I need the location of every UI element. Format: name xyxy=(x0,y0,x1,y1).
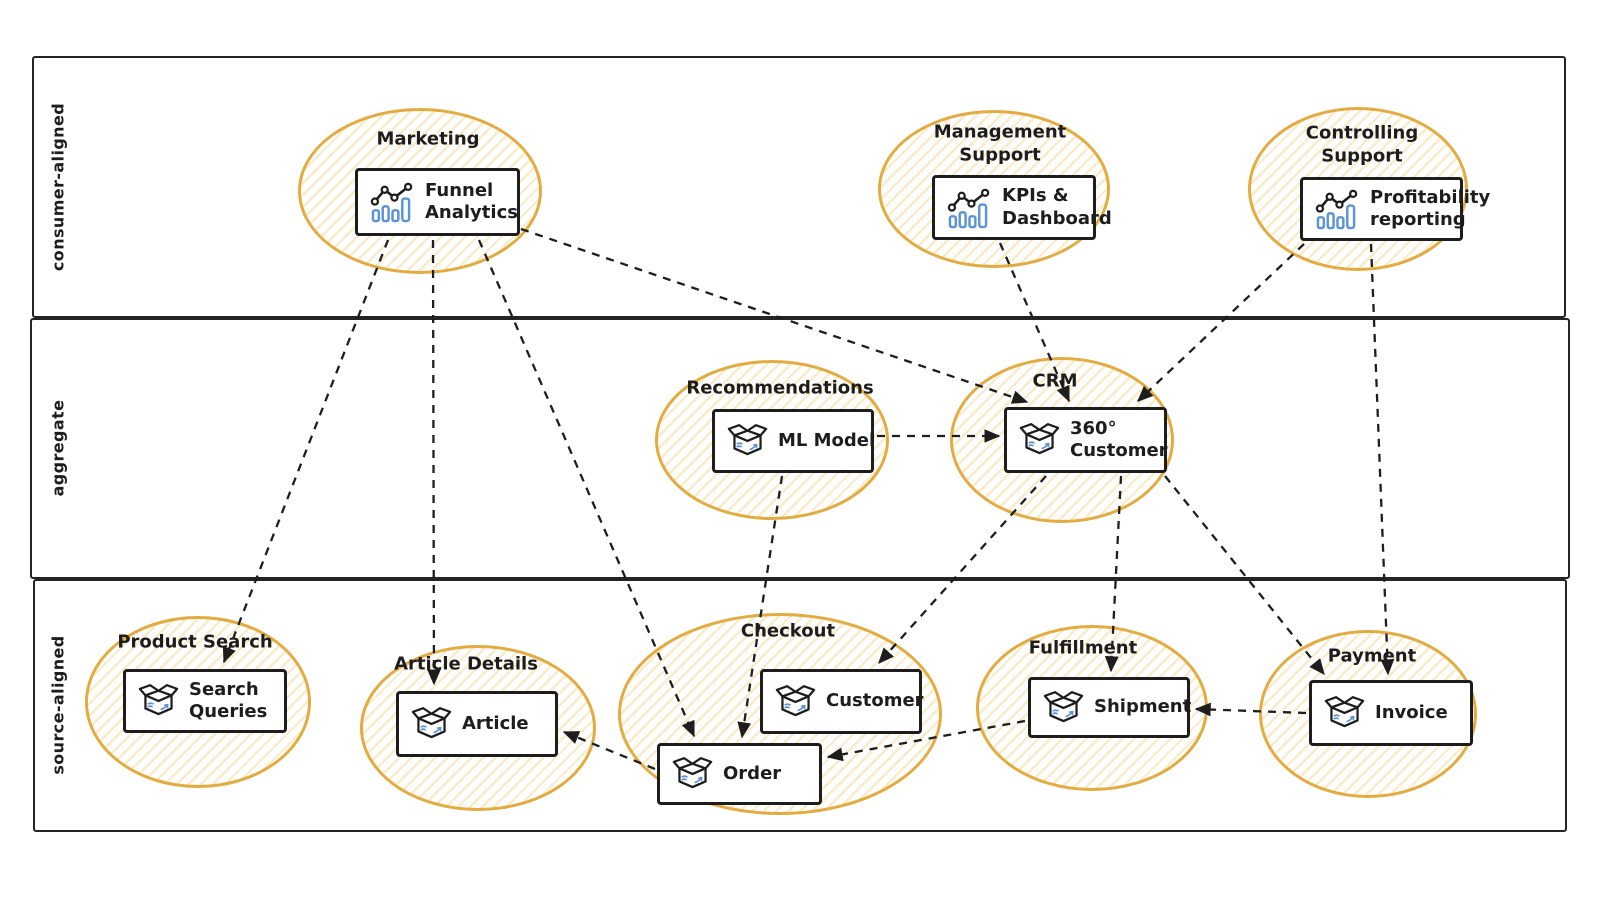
node-label-shipment: Shipment xyxy=(1094,696,1191,719)
group-label-line: Management xyxy=(933,121,1067,143)
group-label-crm: CRM xyxy=(1033,369,1078,392)
node-label-line: ML Model xyxy=(778,429,876,451)
node-label-line: Queries xyxy=(189,701,268,722)
group-label-product-search: Product Search xyxy=(117,630,272,653)
node-label-line: Order xyxy=(723,762,782,784)
node-kpis-dashboard: KPIs &Dashboard xyxy=(932,175,1112,240)
node-label-line: Invoice xyxy=(1375,701,1448,723)
package-icon xyxy=(411,707,452,739)
group-label-line: Support xyxy=(959,145,1041,166)
group-label-article-details: Article Details xyxy=(394,652,538,675)
node-label-line: Funnel xyxy=(425,179,494,201)
package-icon xyxy=(727,424,768,456)
node-label-line: Analytics xyxy=(425,202,518,223)
package-icon xyxy=(1324,696,1365,728)
analytics-icon xyxy=(370,182,413,223)
node-label-order: Order xyxy=(723,763,781,786)
node-shipment: Shipment xyxy=(1028,677,1191,738)
group-label-line: Payment xyxy=(1327,645,1417,667)
package-icon xyxy=(775,684,816,716)
node-label-invoice: Invoice xyxy=(1375,702,1448,725)
node-customer-360: 360°Customer xyxy=(1004,407,1168,473)
group-label-marketing: Marketing xyxy=(376,127,479,150)
node-label-kpis-dashboard: KPIs &Dashboard xyxy=(1002,185,1112,230)
node-label-line: Shipment xyxy=(1094,696,1192,718)
node-order: Order xyxy=(657,743,822,805)
node-customer: Customer xyxy=(760,669,924,734)
node-label-ml-model: ML Model xyxy=(778,430,875,453)
group-label-line: Product Search xyxy=(117,631,273,653)
group-label-line: Support xyxy=(1321,146,1403,167)
group-label-fulfillment: Fulfillment xyxy=(1029,636,1137,659)
node-invoice: Invoice xyxy=(1309,680,1473,746)
group-label-line: Article Details xyxy=(394,653,538,675)
group-label-checkout: Checkout xyxy=(741,619,835,642)
node-label-line: KPIs & xyxy=(1002,185,1069,206)
group-label-line: Recommendations xyxy=(686,377,874,399)
node-label-line: Profitability xyxy=(1370,186,1491,208)
node-label-customer-360: 360°Customer xyxy=(1070,418,1168,463)
node-label-line: Article xyxy=(462,712,529,734)
group-label-line: Checkout xyxy=(740,620,836,642)
package-icon xyxy=(672,757,713,789)
node-label-line: Search xyxy=(189,678,259,700)
analytics-icon xyxy=(947,188,990,228)
band-label-source: source-aligned xyxy=(48,635,68,775)
node-label-line: Customer xyxy=(826,690,924,712)
group-label-line: Fulfillment xyxy=(1028,637,1138,659)
node-label-line: reporting xyxy=(1370,209,1466,230)
group-label-line: CRM xyxy=(1032,370,1078,392)
node-article: Article xyxy=(396,691,558,757)
group-label-payment: Payment xyxy=(1328,644,1416,667)
node-label-line: 360° xyxy=(1070,417,1117,439)
package-icon xyxy=(1043,690,1084,722)
group-label-line: Marketing xyxy=(376,128,480,150)
node-label-customer: Customer xyxy=(826,690,924,713)
package-icon xyxy=(1019,423,1060,455)
package-icon xyxy=(138,684,179,716)
group-label-recommendations: Recommendations xyxy=(686,376,873,399)
analytics-icon xyxy=(1315,189,1358,230)
node-label-line: Customer xyxy=(1070,440,1168,461)
group-label-line: Controlling xyxy=(1305,122,1419,144)
node-ml-model: ML Model xyxy=(712,409,875,473)
node-label-line: Dashboard xyxy=(1002,207,1112,229)
node-label-article: Article xyxy=(462,713,529,736)
